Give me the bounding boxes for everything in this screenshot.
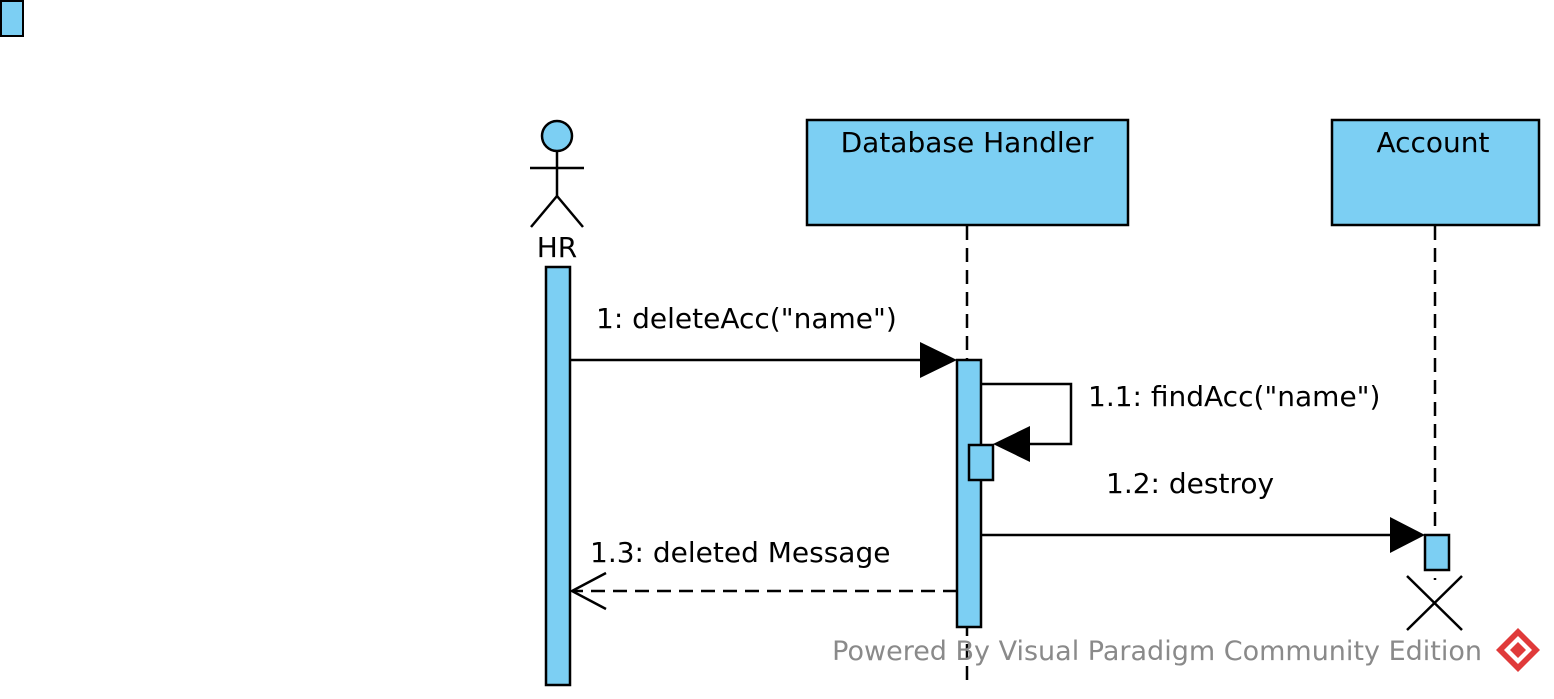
db-nested-activation-bar <box>967 443 995 482</box>
visual-paradigm-logo-icon <box>1496 628 1540 672</box>
lifeline-database-handler[interactable]: Database Handler <box>805 118 1130 227</box>
message-1-3[interactable]: 1.3: deleted Message <box>569 536 957 611</box>
db-activation-bar <box>955 358 983 629</box>
arrowhead-filled <box>1390 517 1425 553</box>
destruction-mark <box>1406 575 1463 631</box>
account-activation-bar <box>1423 533 1451 572</box>
hr-activation-bar <box>544 265 572 687</box>
actor-hr[interactable]: HR <box>530 119 584 264</box>
actor-right-leg <box>556 195 584 228</box>
lifeline-label: Database Handler <box>841 126 1094 159</box>
message-1-2[interactable]: 1.2: destroy <box>981 467 1425 553</box>
actor-left-leg <box>530 195 558 228</box>
actor-label: HR <box>537 231 578 264</box>
message-label: 1: deleteAcc("name") <box>596 302 897 335</box>
message-label: 1.3: deleted Message <box>590 536 890 569</box>
arrowhead-filled <box>920 342 957 378</box>
arrowhead-filled <box>993 426 1030 462</box>
message-1[interactable]: 1: deleteAcc("name") <box>570 302 957 378</box>
lifeline-label: Account <box>1376 126 1489 159</box>
watermark-text: Powered By Visual Paradigm Community Edi… <box>832 636 1482 667</box>
message-line <box>981 382 1073 446</box>
actor-head <box>540 119 574 153</box>
corner-square <box>0 0 24 37</box>
lifeline-head-box <box>805 118 1130 227</box>
watermark: Powered By Visual Paradigm Community Edi… <box>832 628 1540 672</box>
arrowhead-open <box>569 571 607 611</box>
message-1-1[interactable]: 1.1: findAcc("name") <box>981 380 1380 462</box>
lifeline-head-box <box>1330 118 1541 227</box>
lifeline-account[interactable]: Account <box>1330 118 1541 227</box>
message-label: 1.1: findAcc("name") <box>1088 380 1380 413</box>
message-label: 1.2: destroy <box>1106 467 1274 500</box>
